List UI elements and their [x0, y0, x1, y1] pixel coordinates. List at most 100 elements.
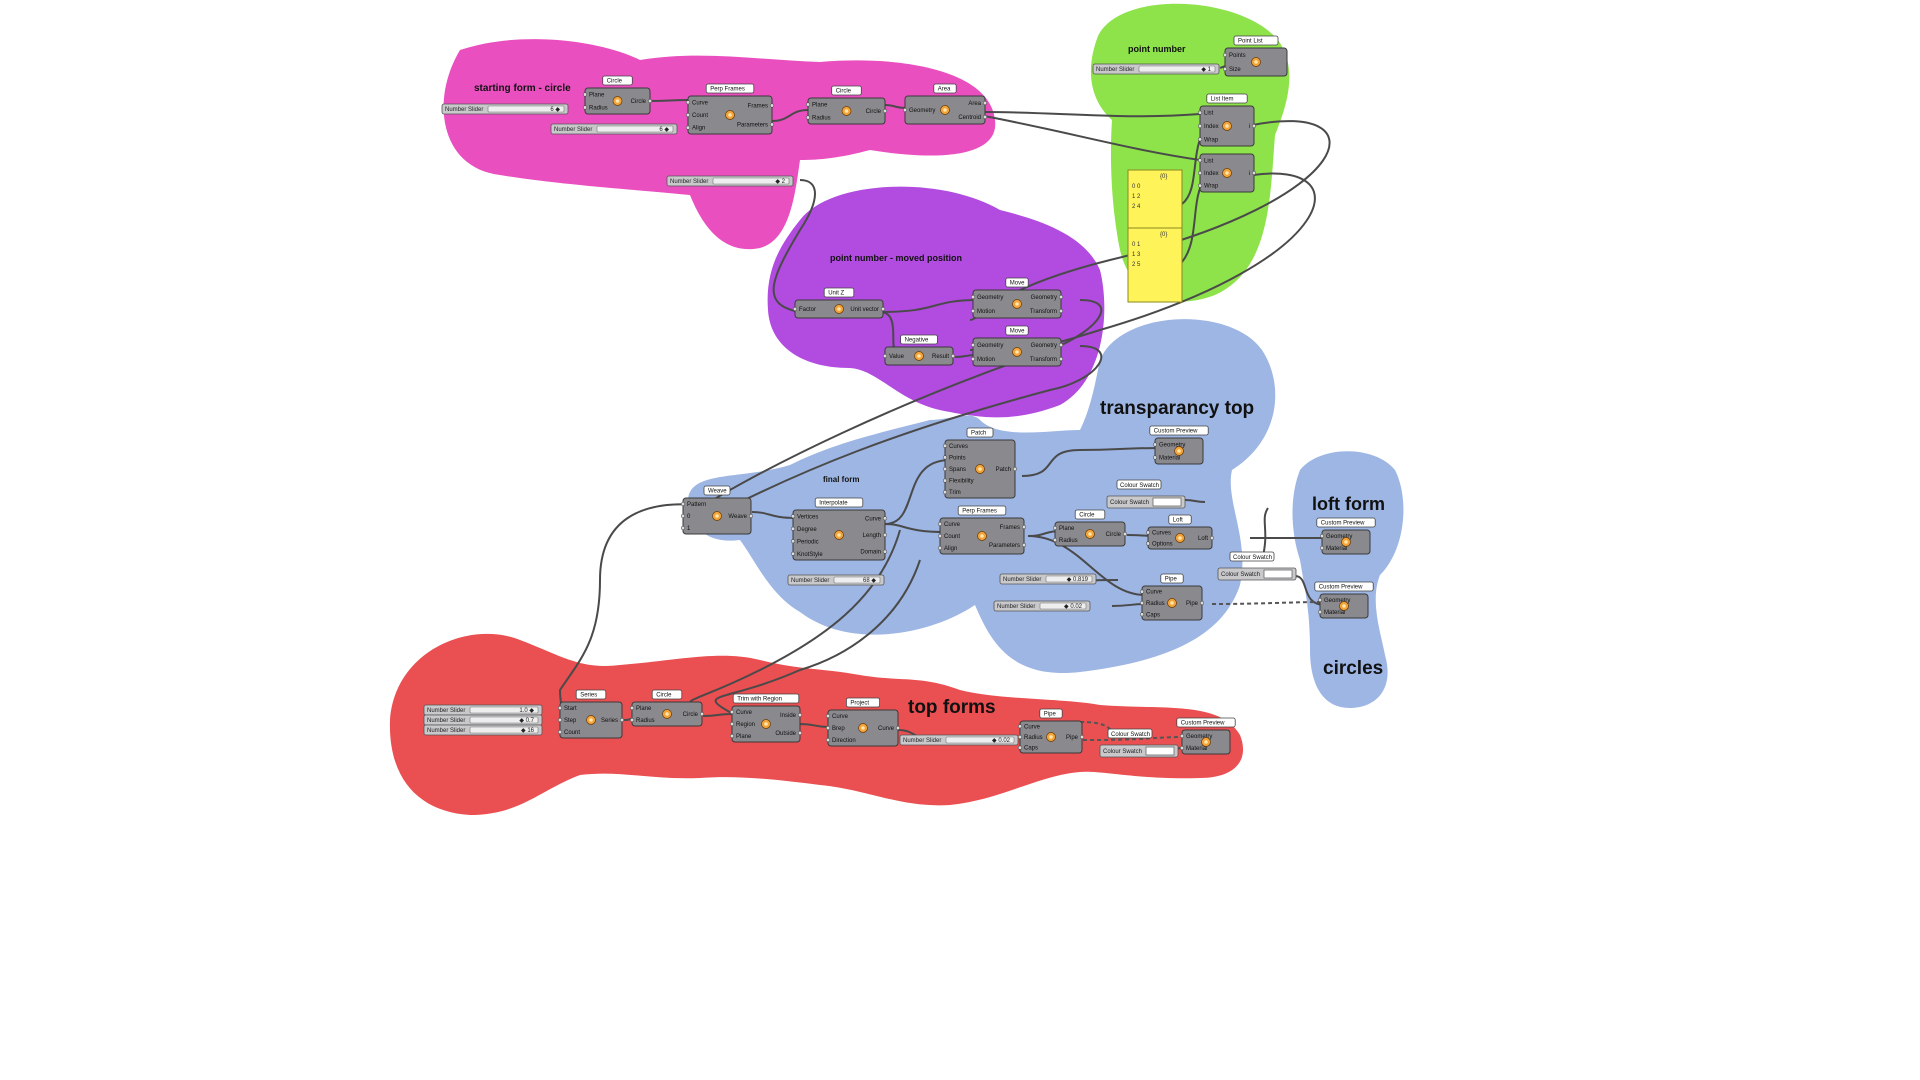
input-port[interactable]: [1152, 442, 1158, 447]
input-port[interactable]: [582, 105, 588, 110]
slider-track[interactable]: [596, 125, 674, 133]
slider-track[interactable]: [1138, 65, 1216, 73]
input-port[interactable]: [942, 455, 948, 460]
input-port[interactable]: [729, 709, 735, 715]
output-port[interactable]: [982, 100, 988, 106]
input-port[interactable]: [825, 725, 831, 731]
input-port[interactable]: [805, 102, 811, 107]
number-slider-s10[interactable]: Number Slider◆ 16: [423, 724, 543, 736]
slider-track[interactable]: [1039, 602, 1087, 610]
input-port[interactable]: [942, 478, 948, 483]
output-port[interactable]: [1058, 308, 1064, 314]
input-port[interactable]: [1197, 123, 1203, 129]
number-slider-s3[interactable]: Number Slider◆ 2: [666, 175, 794, 187]
output-port[interactable]: [1021, 524, 1027, 530]
output-port[interactable]: [882, 516, 888, 521]
input-port[interactable]: [937, 521, 943, 527]
input-port[interactable]: [1017, 734, 1023, 740]
input-port[interactable]: [790, 551, 796, 556]
input-port[interactable]: [942, 443, 948, 448]
input-port[interactable]: [792, 306, 798, 312]
output-port[interactable]: [1079, 734, 1085, 740]
panel-list-1[interactable]: {0} 0 0 1 2 2 4: [1127, 169, 1183, 235]
input-port[interactable]: [1052, 525, 1058, 531]
input-port[interactable]: [1197, 137, 1203, 142]
slider-track[interactable]: [1045, 575, 1093, 583]
input-port[interactable]: [685, 100, 691, 105]
output-port[interactable]: [619, 717, 625, 723]
input-port[interactable]: [902, 107, 908, 113]
input-port[interactable]: [970, 308, 976, 314]
component-patch[interactable]: PatchCurvesPointsSpansFlexibilityTrimPat…: [942, 427, 1018, 499]
output-port[interactable]: [1199, 600, 1205, 606]
input-port[interactable]: [729, 733, 735, 739]
number-slider-s4[interactable]: Number Slider◆ 1: [1092, 63, 1220, 75]
output-port[interactable]: [880, 306, 886, 312]
input-port[interactable]: [970, 294, 976, 300]
input-port[interactable]: [680, 513, 686, 519]
input-port[interactable]: [1319, 533, 1325, 539]
input-port[interactable]: [685, 112, 691, 118]
output-port[interactable]: [1021, 542, 1027, 548]
input-port[interactable]: [937, 545, 943, 551]
slider-track[interactable]: [469, 726, 539, 734]
input-port[interactable]: [790, 514, 796, 519]
slider-track[interactable]: [487, 105, 565, 113]
output-port[interactable]: [647, 98, 653, 104]
number-slider-s7[interactable]: Number Slider◆ 0.02: [993, 600, 1091, 612]
input-port[interactable]: [1197, 158, 1203, 163]
input-port[interactable]: [942, 490, 948, 495]
output-port[interactable]: [1058, 294, 1064, 300]
output-port[interactable]: [769, 122, 775, 127]
input-port[interactable]: [729, 721, 735, 727]
number-slider-s6[interactable]: Number Slider◆ 0.819: [999, 573, 1097, 585]
input-port[interactable]: [685, 125, 691, 130]
component-perpframes1[interactable]: Perp FramesCurveCountAlignFramesParamete…: [685, 83, 775, 135]
input-port[interactable]: [1139, 612, 1145, 617]
output-port[interactable]: [1251, 170, 1257, 176]
input-port[interactable]: [629, 705, 635, 711]
input-port[interactable]: [1197, 110, 1203, 115]
input-port[interactable]: [1139, 589, 1145, 594]
slider-track[interactable]: [945, 736, 1015, 744]
output-port[interactable]: [982, 114, 988, 120]
input-port[interactable]: [790, 539, 796, 544]
output-port[interactable]: [950, 353, 956, 359]
input-port[interactable]: [1222, 66, 1228, 72]
number-slider-s9[interactable]: Number Slider◆ 0.7: [423, 714, 543, 726]
input-port[interactable]: [970, 356, 976, 362]
output-port[interactable]: [882, 549, 888, 554]
input-port[interactable]: [1197, 183, 1203, 188]
input-port[interactable]: [1152, 455, 1158, 460]
output-port[interactable]: [1251, 123, 1257, 129]
output-port[interactable]: [769, 103, 775, 108]
output-port[interactable]: [797, 730, 803, 736]
input-port[interactable]: [557, 705, 563, 711]
input-port[interactable]: [1145, 530, 1151, 535]
output-port[interactable]: [699, 711, 705, 717]
component-interpolate[interactable]: InterpolateVerticesDegreePeriodicKnotSty…: [790, 497, 888, 561]
input-port[interactable]: [970, 342, 976, 348]
output-port[interactable]: [1058, 356, 1064, 362]
input-port[interactable]: [1017, 724, 1023, 729]
input-port[interactable]: [1139, 600, 1145, 606]
colour-swatch-2[interactable]: Colour Swatch Colour Swatch: [1217, 551, 1297, 581]
input-port[interactable]: [825, 713, 831, 719]
input-port[interactable]: [805, 115, 811, 120]
